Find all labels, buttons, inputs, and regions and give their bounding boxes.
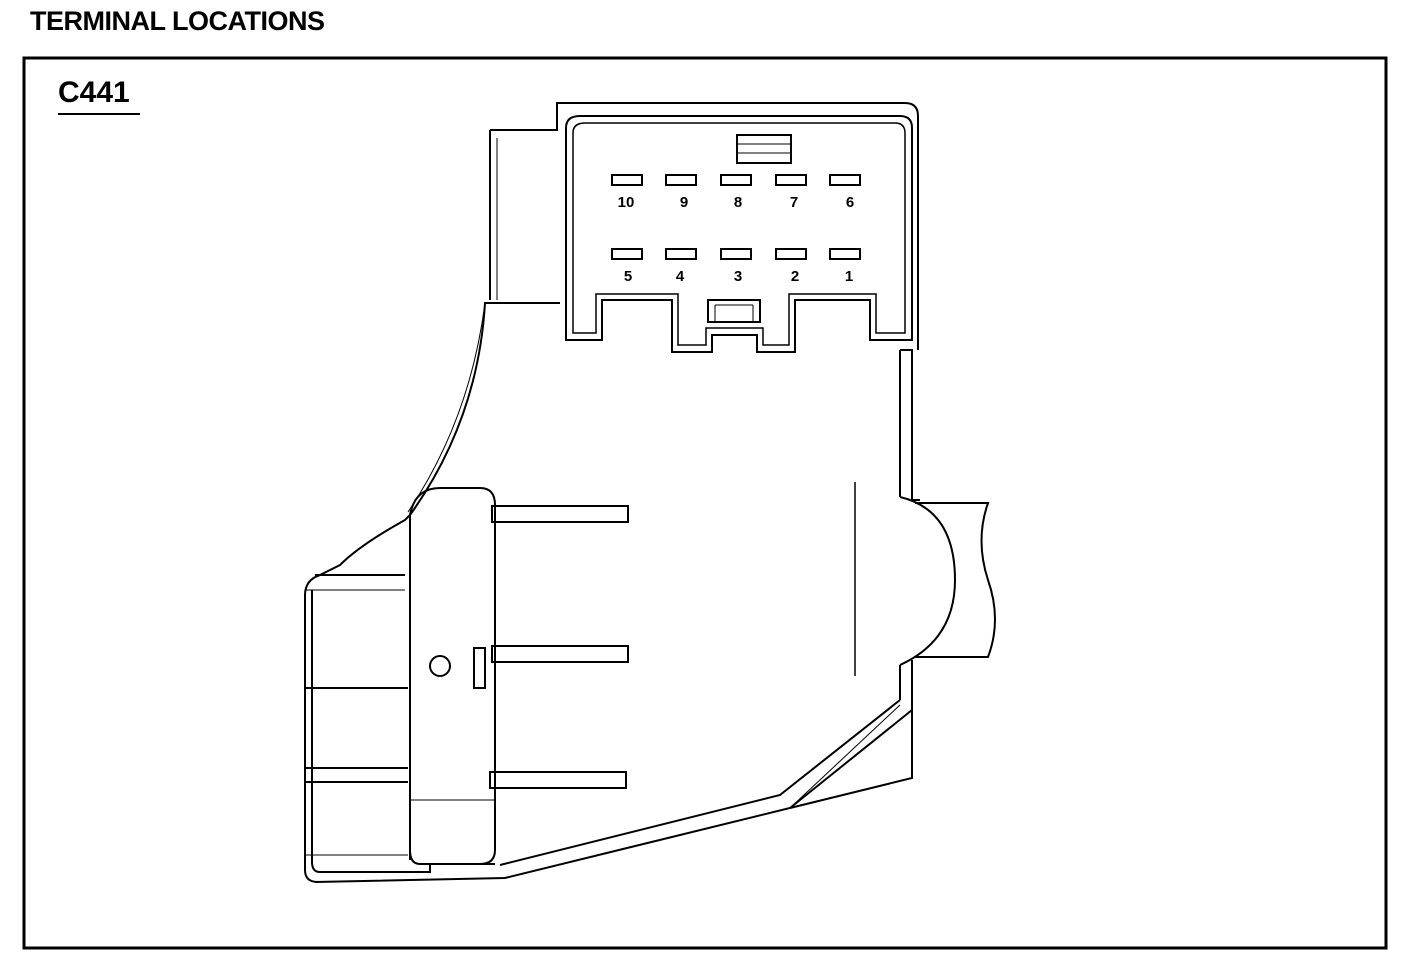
pin-label: 8 <box>734 194 742 211</box>
connector-id-label: C441 <box>58 76 130 109</box>
terminal-slot <box>829 174 861 186</box>
pin-label: 2 <box>791 268 799 285</box>
terminal-slot <box>611 174 643 186</box>
terminal-slot <box>720 248 752 260</box>
connector-face <box>565 115 913 353</box>
terminal-slot <box>775 174 807 186</box>
pin-label: 6 <box>846 194 854 211</box>
pin-label: 1 <box>845 268 853 285</box>
shaft-knob <box>899 496 957 666</box>
pin-label: 10 <box>618 194 635 211</box>
terminal-slot <box>665 248 697 260</box>
pin-label: 7 <box>790 194 798 211</box>
terminal-slot <box>829 248 861 260</box>
terminal-row-top: 10 9 8 7 6 <box>611 174 861 211</box>
lever-bar <box>489 771 627 789</box>
pin-label: 3 <box>734 268 742 285</box>
polarity-key <box>736 134 792 164</box>
terminal-slot <box>611 248 643 260</box>
index-tab <box>473 647 486 689</box>
lever-bar <box>491 505 629 523</box>
pin-label: 4 <box>676 268 685 285</box>
mount-hole <box>429 655 451 677</box>
terminal-slot <box>775 248 807 260</box>
pin-label: 5 <box>624 268 632 285</box>
terminal-row-bottom: 5 4 3 2 1 <box>611 248 861 285</box>
latch <box>707 299 761 323</box>
lever-bar <box>491 645 629 663</box>
diagram-frame <box>22 56 1388 950</box>
page-heading: TERMINAL LOCATIONS <box>30 6 325 36</box>
terminal-slot <box>665 174 697 186</box>
pin-label: 9 <box>680 194 688 211</box>
terminal-slot <box>720 174 752 186</box>
switch-body <box>304 102 996 883</box>
